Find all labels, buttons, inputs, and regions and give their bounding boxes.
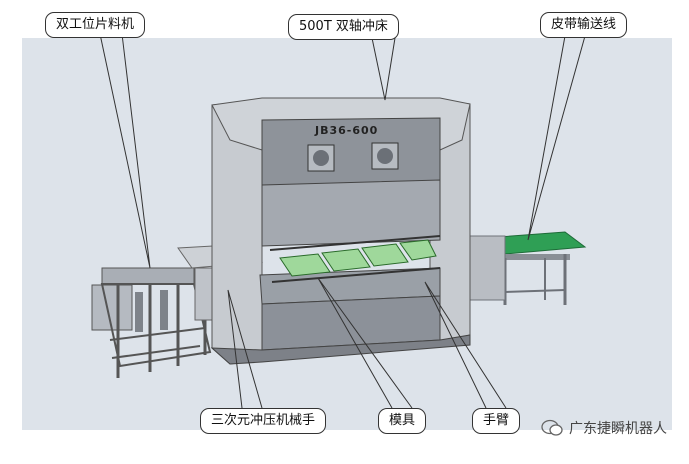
conveyor-belt (464, 231, 587, 305)
callout-press: 500T 双轴冲床 (288, 14, 399, 40)
conveyor-label: 皮带输送线 (551, 17, 617, 32)
watermark-text: 广东捷瞬机器人 (569, 421, 667, 437)
arm-label: 手臂 (483, 413, 510, 428)
feeder-leader (99, 33, 151, 269)
mold-leader (317, 277, 413, 409)
wechat-icon (541, 419, 563, 436)
press-nameplate: JB36-600 (315, 124, 379, 137)
callout-robot: 三次元冲压机械手 (200, 408, 327, 434)
callout-feeder: 双工位片料机 (45, 12, 146, 38)
callout-mold: 模具 (378, 408, 427, 434)
callout-conveyor: 皮带输送线 (540, 12, 628, 38)
robot-leader (227, 289, 263, 409)
feeder-label: 双工位片料机 (56, 17, 135, 32)
mold-plates (269, 235, 441, 283)
arm-leader (424, 281, 507, 409)
press-label: 500T 双轴冲床 (299, 19, 388, 34)
mold-label: 模具 (389, 413, 416, 428)
press-leader (371, 37, 396, 101)
conveyor-leader (527, 35, 586, 241)
callout-arm: 手臂 (472, 408, 521, 434)
press-machine (210, 97, 471, 365)
robot-label: 三次元冲压机械手 (211, 413, 316, 428)
watermark: 广东捷瞬机器人 (541, 418, 667, 438)
